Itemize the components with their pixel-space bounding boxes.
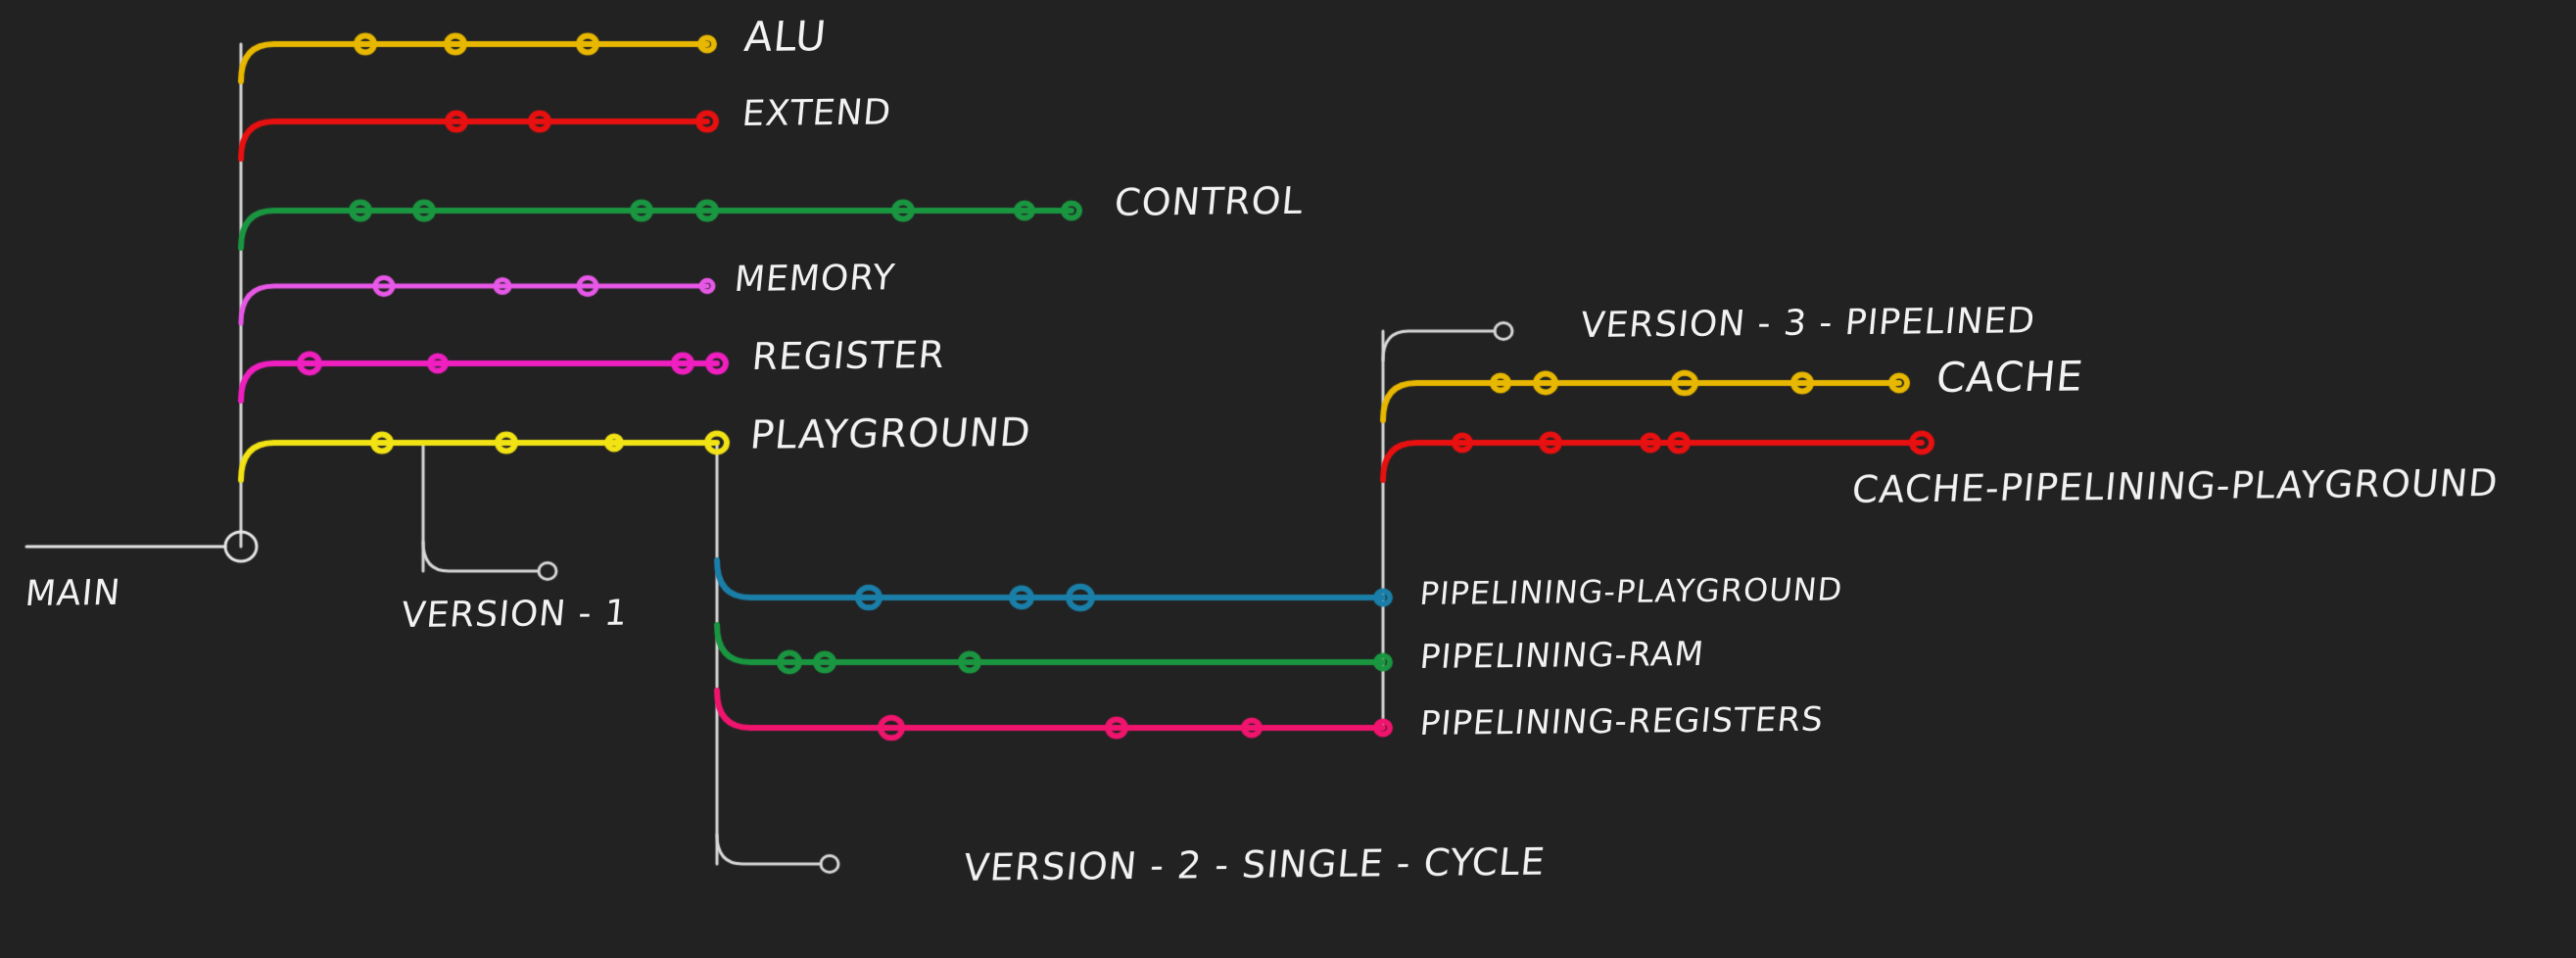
branch-label-pipelining-registers: PIPELINING-REGISTERS [1417,699,1826,744]
tag-label-version-1: VERSION - 1 [399,594,630,637]
tag-label-version-2-single-cycle: VERSION - 2 - SINGLE - CYCLE [961,839,1548,889]
branch-label-control: CONTROL [1112,178,1306,224]
branch-label-extend: EXTEND [739,92,894,135]
branch-label-memory: MEMORY [732,258,897,301]
branch-label-cache-pipelining-playground: CACHE-PIPELINING-PLAYGROUND [1849,460,2501,511]
branch-label-playground: PLAYGROUND [747,410,1033,459]
branch-label-cache: CACHE [1933,351,2086,402]
branch-label-pipelining-ram: PIPELINING-RAM [1417,635,1706,678]
branch-label-alu: ALU [741,11,830,61]
branch-label-pipelining-playground: PIPELINING-PLAYGROUND [1417,570,1845,612]
tag-label-main: MAIN [23,573,123,615]
branch-label-register: REGISTER [749,332,948,378]
tag-label-version-3-pipelined: VERSION - 3 - PIPELINED [1578,301,2037,347]
